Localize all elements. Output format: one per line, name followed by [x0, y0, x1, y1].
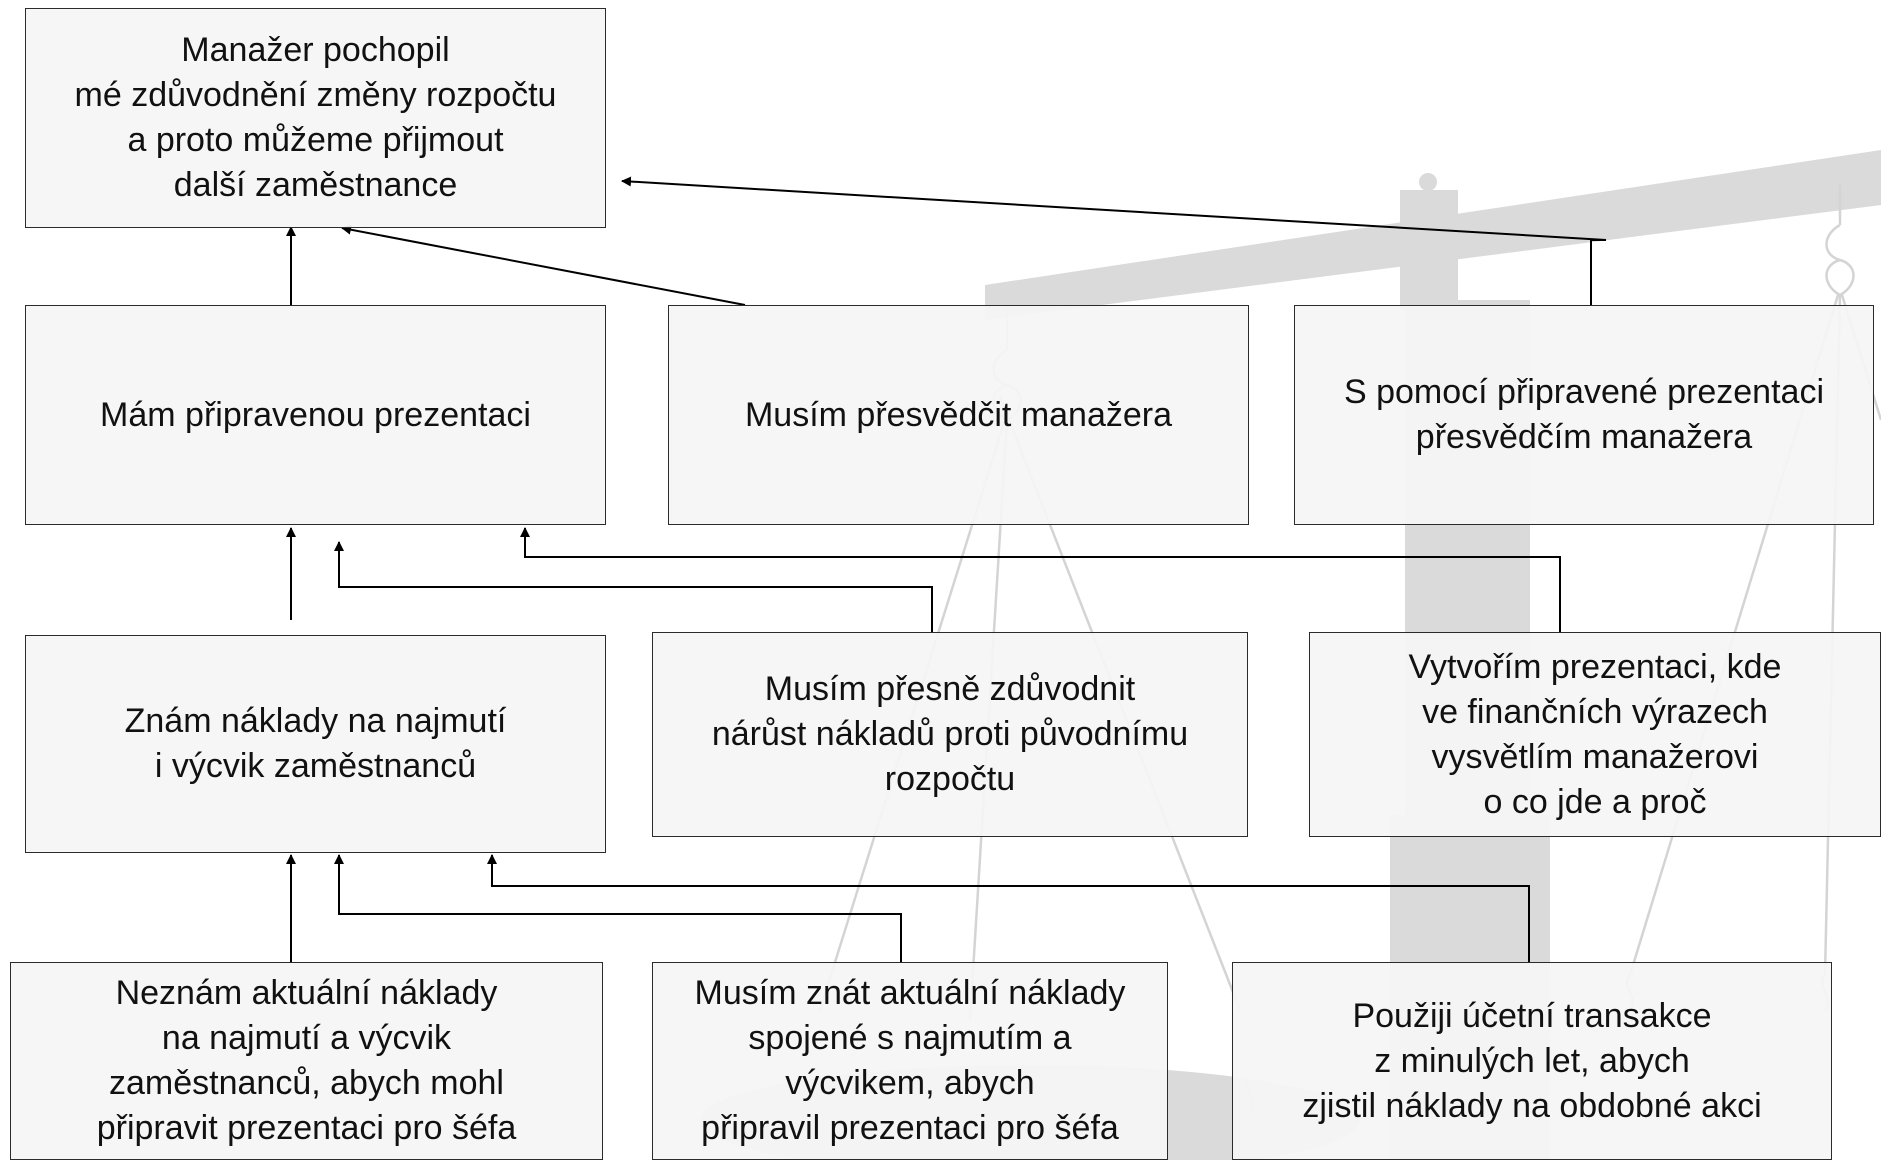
use-transactions-text: Použiji účetní transakce z minulých let,…	[1302, 996, 1762, 1125]
presentation-ready-text: Mám připravenou prezentaci	[100, 395, 531, 434]
arrow-create-presentation-to-presentation	[520, 527, 1561, 632]
create-presentation-text: Vytvořím prezentaci, kde ve finančních v…	[1408, 647, 1782, 821]
arrow-convince-with-presentation-to-goal	[621, 176, 1607, 305]
arrow-justify-to-presentation	[334, 541, 933, 632]
need-costs-text: Musím znát aktuální náklady spojené s na…	[694, 974, 1126, 1147]
goal-text: Manažer pochopil mé zdůvodnění změny roz…	[74, 31, 557, 204]
use-transactions-box: Použiji účetní transakce z minulých let,…	[1232, 962, 1832, 1160]
arrow-transactions-to-know-costs	[487, 854, 1530, 962]
goal-box: Manažer pochopil mé zdůvodnění změny roz…	[25, 8, 606, 228]
arrow-convince-to-goal	[341, 224, 746, 306]
presentation-ready-box: Mám připravenou prezentaci	[25, 305, 606, 525]
need-costs-box: Musím znát aktuální náklady spojené s na…	[652, 962, 1168, 1160]
know-costs-text: Znám náklady na najmutí i výcvik zaměstn…	[124, 702, 507, 785]
know-costs-box: Znám náklady na najmutí i výcvik zaměstn…	[25, 635, 606, 853]
justify-increase-text: Musím přesně zdůvodnit nárůst nákladů pr…	[711, 670, 1189, 798]
justify-increase-box: Musím přesně zdůvodnit nárůst nákladů pr…	[652, 632, 1248, 837]
arrow-need-costs-to-know-costs	[334, 854, 902, 962]
unknown-costs-box: Neznám aktuální náklady na najmutí a výc…	[10, 962, 603, 1160]
create-presentation-box: Vytvořím prezentaci, kde ve finančních v…	[1309, 632, 1881, 837]
convince-with-presentation-text: S pomocí připravené prezentaci přesvědčí…	[1343, 373, 1825, 456]
convince-with-presentation-box: S pomocí připravené prezentaci přesvědčí…	[1294, 305, 1874, 525]
convince-manager-box: Musím přesvědčit manažera	[668, 305, 1249, 525]
convince-manager-text: Musím přesvědčit manažera	[744, 395, 1173, 434]
unknown-costs-text: Neznám aktuální náklady na najmutí a výc…	[96, 974, 517, 1147]
